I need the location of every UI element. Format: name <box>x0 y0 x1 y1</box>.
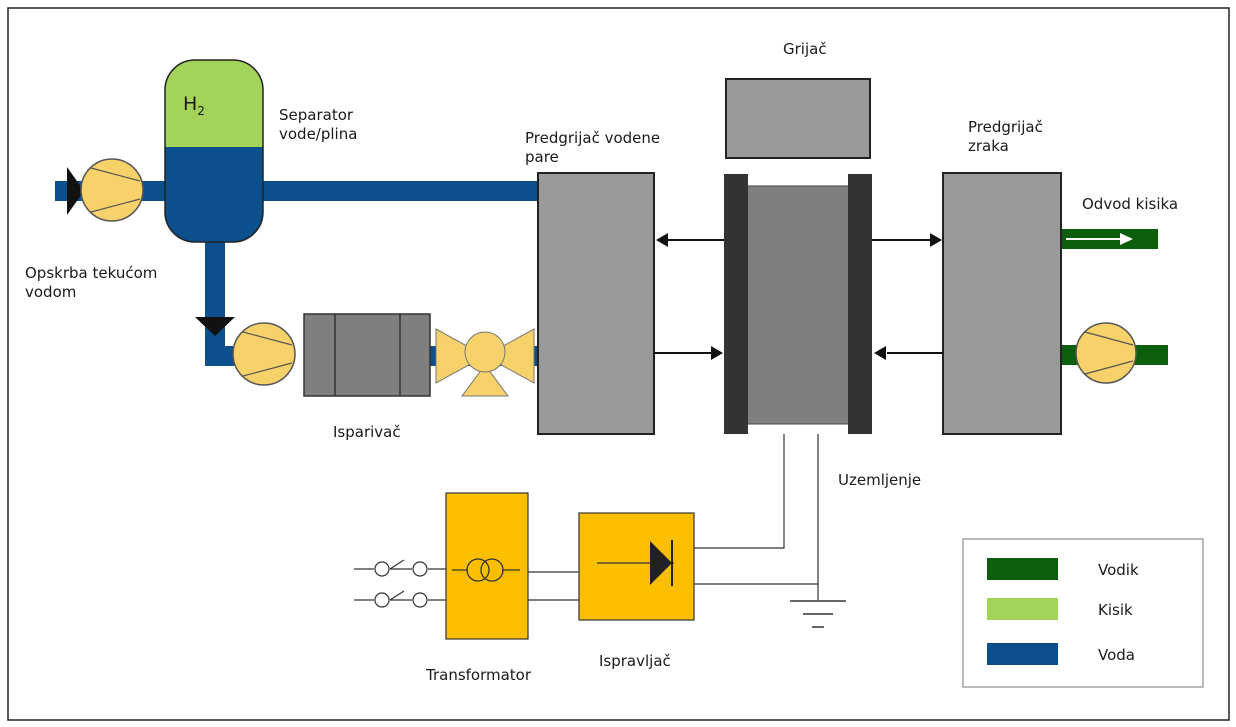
rectifier <box>578 512 695 621</box>
legend <box>962 538 1204 688</box>
hydrogen-subscript: 2 <box>197 103 205 118</box>
evaporator-label: Isparivač <box>333 423 401 441</box>
transformer <box>445 492 529 640</box>
legend-swatch-oxygen <box>987 598 1058 620</box>
hydrogen-label: H2 <box>183 93 205 118</box>
supply-pump <box>67 158 144 222</box>
cathode-electrode <box>848 174 872 434</box>
heater-label: Grijač <box>783 40 827 58</box>
electrical-wiring <box>354 434 846 628</box>
rectifier-label: Ispravljač <box>599 652 671 670</box>
legend-label-water: Voda <box>1098 646 1135 664</box>
oxygen-outlet-arrow <box>1066 233 1133 245</box>
evaporator <box>303 313 431 397</box>
legend-label-hydrogen: Vodik <box>1098 561 1139 579</box>
control-valve <box>435 328 535 397</box>
air-preheater-label: Predgrijač zraka <box>968 118 1043 155</box>
separator-label: Separator vode/plina <box>279 106 358 143</box>
air-preheater <box>942 172 1062 435</box>
oxygen-outlet-label: Odvod kisika <box>1082 195 1179 213</box>
supply-label: Opskrba tekućom vodom <box>25 264 158 301</box>
flow-arrows <box>654 233 943 360</box>
lower-water-pump <box>195 317 296 386</box>
transformer-label: Transformator <box>426 666 532 684</box>
anode-electrode <box>724 174 748 434</box>
steam-preheater <box>537 172 655 435</box>
steam-preheater-label: Predgrijač vodene pare <box>525 129 661 166</box>
heater <box>725 78 871 159</box>
legend-swatch-hydrogen <box>987 558 1058 580</box>
legend-swatch-water <box>987 643 1058 665</box>
legend-label-oxygen: Kisik <box>1098 601 1133 619</box>
hydrogen-pump <box>1075 322 1137 384</box>
water-gas-separator <box>164 59 264 243</box>
electrolysis-cell <box>724 174 872 434</box>
grounding-label: Uzemljenje <box>838 471 922 489</box>
